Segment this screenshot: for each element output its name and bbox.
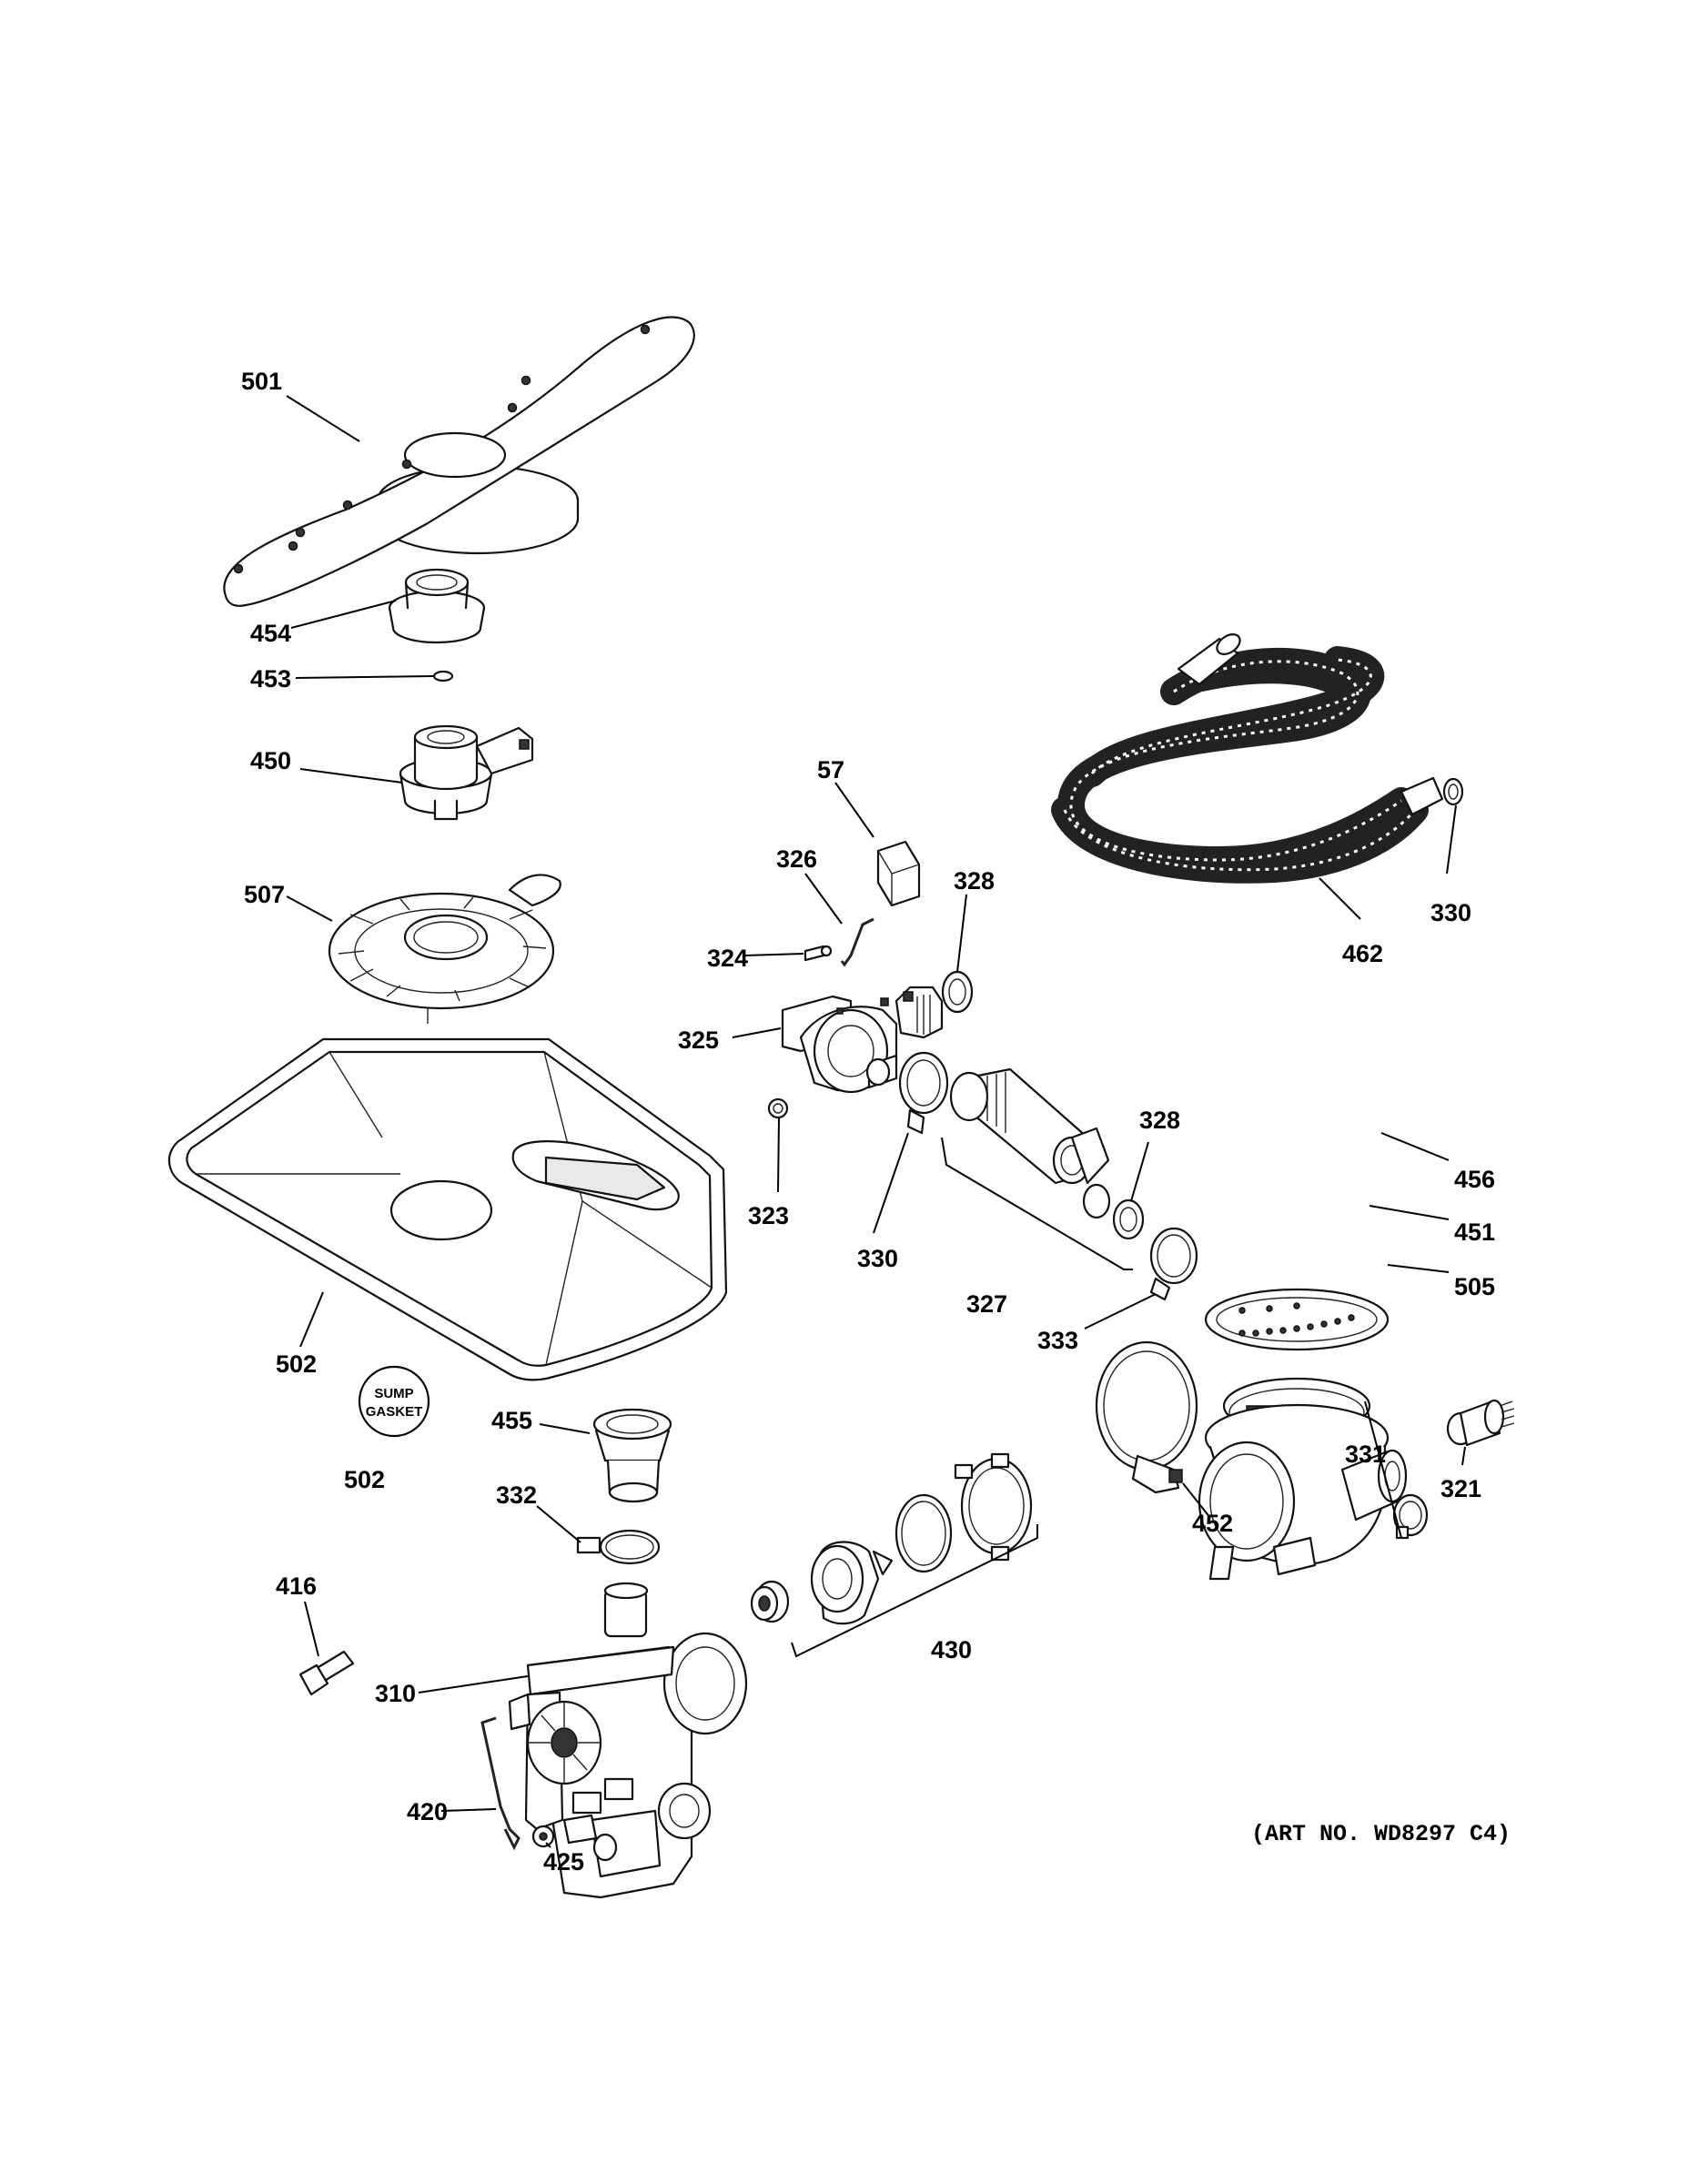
filter-part [328,874,561,1024]
clamp-330-center-part [898,1051,949,1135]
callout-502: 502 [276,1350,317,1378]
callouts: 501 454 453 450 507 502 SUMP GASKET 502 … [241,368,1495,1876]
callout-330-center: 330 [857,1245,898,1272]
bolt-part [298,1650,355,1696]
callout-324: 324 [707,945,748,972]
ring-328-lower-part [1112,1198,1145,1240]
callout-328-lower: 328 [1139,1107,1180,1134]
callout-332: 332 [496,1481,537,1509]
callout-430: 430 [931,1636,972,1663]
callout-452: 452 [1192,1510,1233,1537]
callout-57: 57 [817,756,844,784]
callout-502-badge: 502 [344,1466,385,1493]
callout-330-right: 330 [1430,899,1471,926]
gasket-456-part [1204,1288,1390,1351]
pump-motor-part [508,1582,748,1899]
block-57-part [876,840,921,907]
callout-453: 453 [250,665,291,693]
badge-line-1: SUMP [374,1386,413,1401]
callout-333: 333 [1037,1327,1078,1354]
callout-462: 462 [1342,940,1383,967]
manifold-part [399,724,534,821]
sump-housing-part [1198,1403,1408,1581]
spring-part [840,917,874,967]
callout-454: 454 [250,620,291,647]
plug-425-part [531,1825,555,1848]
sump-gasket-badge: SUMP GASKET [358,1365,430,1438]
callout-326: 326 [776,845,817,873]
spray-arm-part [223,316,695,607]
sump-gasket-part [167,1037,728,1381]
leader-lines [286,395,1466,1848]
diverter-valve-part [781,986,944,1094]
callout-416: 416 [276,1572,317,1600]
callout-321: 321 [1440,1475,1481,1502]
callout-425: 425 [543,1848,584,1876]
impeller-kit-part [750,1452,1038,1658]
clamp-452-part [1095,1340,1198,1494]
clamp-332-part [576,1529,661,1565]
sensor-part [1446,1399,1515,1447]
callout-420: 420 [407,1798,448,1825]
drain-hose-part [1051,632,1464,884]
screw-part [804,945,833,962]
callout-501: 501 [241,368,282,395]
ring-328-upper-part [941,970,974,1014]
grommet-part [592,1408,672,1503]
callout-455: 455 [491,1407,532,1434]
art-number: (ART NO. WD8297 C4) [1251,1821,1511,1847]
wire-clip-part [480,1716,521,1851]
callout-507: 507 [244,881,285,908]
clamp-331-part [1392,1493,1429,1540]
callout-456: 456 [1454,1166,1495,1193]
callout-323: 323 [748,1202,789,1229]
grommet-323-part [767,1097,789,1119]
arm-mount-part [388,568,486,644]
callout-450: 450 [250,747,291,774]
callout-505: 505 [1454,1273,1495,1300]
clamp-333-part [1149,1227,1198,1301]
callout-325: 325 [678,1026,719,1054]
callout-327: 327 [966,1290,1007,1318]
callout-310: 310 [375,1680,416,1707]
o-ring-part [432,670,454,682]
callout-328-upper: 328 [954,867,995,895]
callout-331: 331 [1345,1441,1386,1468]
badge-line-2: GASKET [366,1404,423,1420]
callout-451: 451 [1454,1218,1495,1246]
conduit-part [941,1067,1133,1270]
